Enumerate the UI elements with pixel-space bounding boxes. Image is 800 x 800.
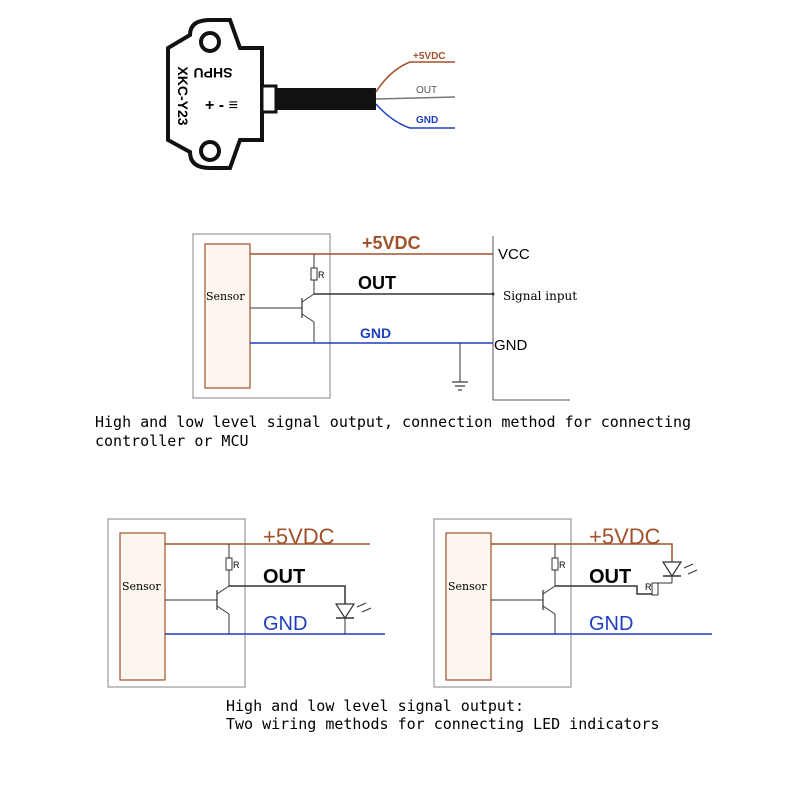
out-label: OUT xyxy=(589,566,631,588)
transistor-collector xyxy=(216,585,230,595)
wire-vcc-label: +5VDC xyxy=(413,51,446,62)
sensor-label: Sensor xyxy=(122,580,161,593)
device-top-label: SHPU xyxy=(194,65,233,81)
transistor-emitter xyxy=(216,605,230,615)
wire-out xyxy=(375,96,456,100)
resistor-label: R xyxy=(233,560,240,570)
vcc-line xyxy=(491,543,673,562)
cable-gland xyxy=(260,84,278,114)
sensor-housing xyxy=(107,518,246,688)
sensor-block xyxy=(445,532,492,681)
caption-led-line1: High and low level signal output: xyxy=(226,697,524,715)
series-resistor-label: R xyxy=(645,582,652,592)
diagram-mcu: Sensor +5VDC R OUT GND VCC Signal input … xyxy=(192,233,577,401)
wire-vcc xyxy=(375,61,455,93)
device-body xyxy=(166,18,264,170)
sensor-housing xyxy=(192,233,331,399)
sensor-block xyxy=(119,532,166,681)
sensor-label: Sensor xyxy=(448,580,487,593)
led-rays xyxy=(683,563,698,575)
wire-gnd xyxy=(375,103,455,129)
device-side-label: XKC-Y23 xyxy=(175,66,191,125)
led-rays xyxy=(356,602,372,613)
vcc-terminal-label: VCC xyxy=(498,246,530,263)
vcc-label: +5VDC xyxy=(263,524,335,549)
sensor-label: Sensor xyxy=(206,290,245,303)
resistor xyxy=(551,557,559,571)
gnd-terminal-label: GND xyxy=(494,337,528,354)
resistor-label: R xyxy=(318,270,325,280)
sensor-block xyxy=(204,243,251,389)
signal-terminal-label: Signal input xyxy=(503,289,577,303)
resistor xyxy=(225,557,233,571)
cable xyxy=(276,88,376,110)
vcc-label: +5VDC xyxy=(589,524,661,549)
transistor-emitter xyxy=(301,313,315,323)
caption-mcu-line1: High and low level signal output, connec… xyxy=(95,413,691,431)
sensor-housing xyxy=(433,518,572,688)
vcc-label: +5VDC xyxy=(362,233,421,253)
series-resistor xyxy=(651,582,659,596)
out-label: OUT xyxy=(263,566,305,588)
led-icon xyxy=(334,602,372,634)
mount-hole-bottom xyxy=(199,140,221,162)
sensor-device: XKC-Y23 SHPU + - ≡ xyxy=(166,18,376,170)
diagram-led-b: Sensor +5VDC R OUT R GND xyxy=(433,518,712,688)
out-line xyxy=(229,585,346,604)
led-icon xyxy=(661,561,698,578)
gnd-label: GND xyxy=(263,613,307,635)
transistor-collector xyxy=(542,585,556,595)
out-line xyxy=(555,585,655,595)
led-triangle xyxy=(661,561,683,578)
gnd-label: GND xyxy=(589,613,633,635)
wire-out-label: OUT xyxy=(416,85,437,96)
mount-hole-top xyxy=(199,31,221,53)
led-triangle xyxy=(334,603,356,620)
signal-node xyxy=(491,292,495,296)
gnd-label: GND xyxy=(360,325,391,341)
wire-gnd-label: GND xyxy=(416,115,438,126)
caption-mcu-line2: controller or MCU xyxy=(95,432,249,450)
device-symbols: + - ≡ xyxy=(205,97,238,114)
out-label: OUT xyxy=(358,273,396,293)
mcu-terminal xyxy=(492,236,570,401)
resistor-label: R xyxy=(559,560,566,570)
caption-led-line2: Two wiring methods for connecting LED in… xyxy=(226,715,659,733)
resistor xyxy=(310,267,318,281)
transistor-emitter xyxy=(542,605,556,615)
diagram-led-a: Sensor +5VDC R OUT GND xyxy=(107,518,385,688)
transistor-collector xyxy=(301,293,315,303)
